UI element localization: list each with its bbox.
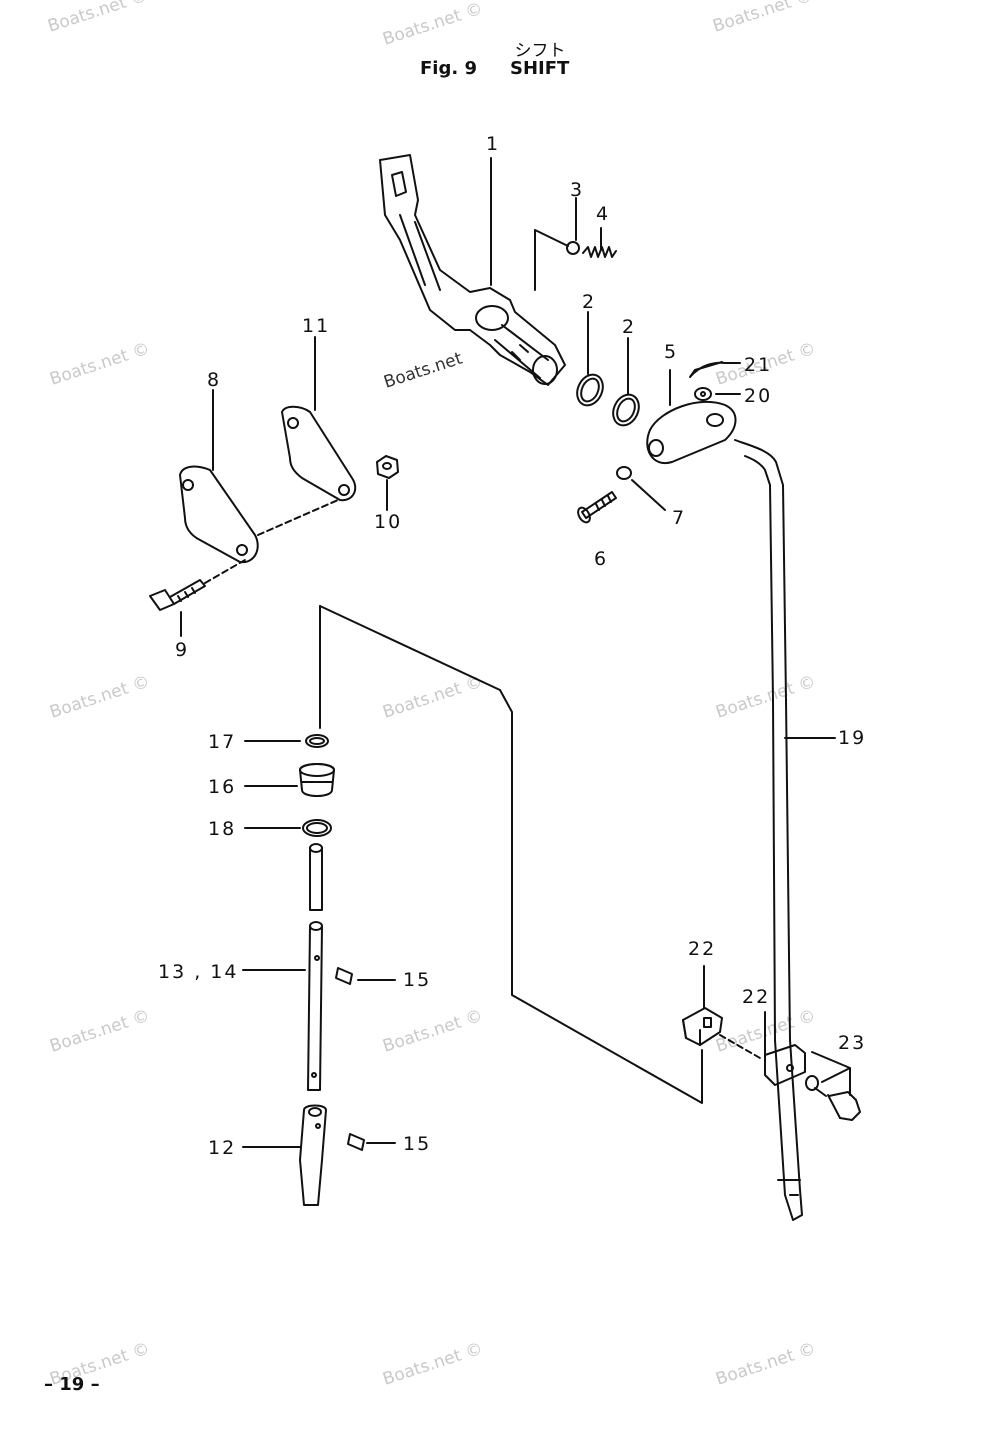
shift-arm bbox=[646, 369, 737, 465]
watermark: Boats.net © bbox=[380, 672, 485, 723]
callout-13-14: 13 , 14 bbox=[158, 961, 238, 983]
rod-guides-bolt bbox=[682, 965, 861, 1121]
watermark: Boats.net © bbox=[713, 672, 818, 723]
watermarks: Boats.net © Boats.net © Boats.net © Boat… bbox=[45, 0, 818, 1390]
callout-1: 1 bbox=[486, 133, 500, 155]
watermark: Boats.net © bbox=[380, 0, 485, 50]
callout-10: 10 bbox=[374, 511, 402, 533]
cover-plate-gasket bbox=[179, 336, 357, 564]
figure-title: SHIFT bbox=[510, 58, 570, 79]
cotter-pin-washer bbox=[689, 361, 741, 401]
screw-washer bbox=[577, 466, 666, 524]
callout-12: 12 bbox=[208, 1137, 236, 1159]
assembly-lines bbox=[319, 605, 703, 1104]
callout-15b: 15 bbox=[403, 1133, 431, 1155]
callout-21: 21 bbox=[744, 354, 772, 376]
detent-ball-spring bbox=[534, 197, 617, 291]
page-number: – 19 – bbox=[44, 1374, 100, 1395]
shift-rod bbox=[734, 439, 836, 1221]
bushing-orings bbox=[244, 734, 335, 837]
callout-22a: 22 bbox=[688, 938, 716, 960]
callout-17: 17 bbox=[208, 731, 236, 753]
callout-6: 6 bbox=[594, 548, 608, 570]
callout-7: 7 bbox=[672, 507, 686, 529]
watermark: Boats.net © bbox=[45, 0, 150, 37]
callout-22b: 22 bbox=[742, 986, 770, 1008]
watermark: Boats.net © bbox=[47, 339, 152, 390]
watermark: Boats.net © bbox=[380, 1339, 485, 1390]
watermark-inline: Boats.net bbox=[381, 349, 465, 393]
shift-lever-part bbox=[379, 154, 566, 386]
bolt bbox=[149, 559, 246, 637]
callout-9: 9 bbox=[175, 639, 189, 661]
callout-2a: 2 bbox=[582, 291, 596, 313]
callout-15a: 15 bbox=[403, 969, 431, 991]
callout-11: 11 bbox=[302, 315, 330, 337]
callout-19: 19 bbox=[838, 727, 866, 749]
callout-3: 3 bbox=[570, 179, 584, 201]
callout-18: 18 bbox=[208, 818, 236, 840]
shift-shafts bbox=[242, 843, 396, 1206]
callout-labels: 1 3 4 2 2 5 21 20 7 6 11 8 10 9 17 16 18… bbox=[158, 133, 866, 1159]
japanese-title: シフト bbox=[514, 41, 566, 61]
callout-5: 5 bbox=[664, 341, 678, 363]
callout-8: 8 bbox=[207, 369, 221, 391]
callout-20: 20 bbox=[744, 385, 772, 407]
callout-16: 16 bbox=[208, 776, 236, 798]
figure-label: Fig. 9 bbox=[420, 58, 477, 79]
callout-2b: 2 bbox=[622, 316, 636, 338]
nut bbox=[376, 455, 399, 511]
o-rings bbox=[576, 311, 640, 427]
watermark: Boats.net © bbox=[47, 1006, 152, 1057]
watermark: Boats.net © bbox=[380, 1006, 485, 1057]
callout-23: 23 bbox=[838, 1032, 866, 1054]
callout-4: 4 bbox=[596, 203, 610, 225]
watermark: Boats.net © bbox=[713, 1339, 818, 1390]
watermark: Boats.net © bbox=[47, 672, 152, 723]
watermark: Boats.net © bbox=[710, 0, 815, 37]
